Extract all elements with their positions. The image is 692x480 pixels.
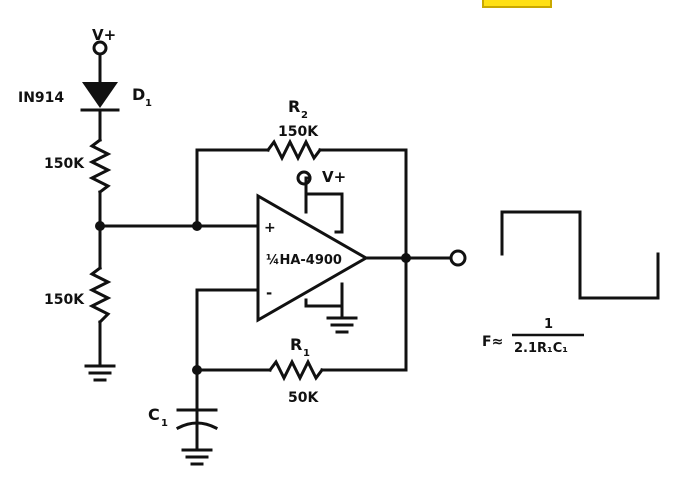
r2-ref-sub: 2	[301, 110, 308, 121]
opamp-supply-pin	[296, 170, 344, 234]
diode-d1	[80, 82, 120, 142]
diode-ref-label: D	[132, 85, 145, 104]
resistor-r1	[195, 256, 408, 382]
opamp-supply-label: V+	[322, 168, 346, 186]
r2-value-label: 150K	[278, 124, 319, 140]
formula-lhs: F≈	[482, 334, 503, 350]
r2-ref-label: R	[288, 97, 300, 116]
r1-ref-sub: 1	[303, 348, 310, 359]
opamp-triangle	[256, 193, 370, 323]
formula-numerator: 1	[544, 317, 553, 332]
yellow-tab-marker	[482, 0, 552, 8]
opamp-minus-sign: -	[266, 284, 272, 302]
output-terminal	[449, 249, 467, 267]
square-wave-icon	[500, 210, 660, 300]
opamp-part-label: ¼HA-4900	[266, 253, 342, 268]
c1-ref-label: C	[148, 405, 160, 424]
r2-feedback-wire	[195, 138, 408, 260]
r1-value-label: 50K	[288, 390, 319, 406]
c1-ref-sub: 1	[161, 418, 168, 429]
r-top-value: 150K	[44, 156, 85, 172]
r-bottom-value: 150K	[44, 292, 85, 308]
ground-symbol-left	[84, 364, 116, 382]
diode-part-label: IN914	[18, 90, 64, 106]
opamp-ground-pin	[304, 282, 358, 334]
resistor-150k-bottom	[88, 265, 112, 368]
v-plus-terminal-top	[92, 40, 108, 84]
diode-ref-sub: 1	[145, 98, 152, 109]
formula-denominator: 2.1R₁C₁	[514, 341, 568, 356]
v-plus-top-label: V+	[92, 26, 116, 44]
resistor-150k-top	[88, 137, 112, 270]
r1-ref-label: R	[290, 335, 302, 354]
opamp-plus-sign: +	[264, 220, 276, 236]
